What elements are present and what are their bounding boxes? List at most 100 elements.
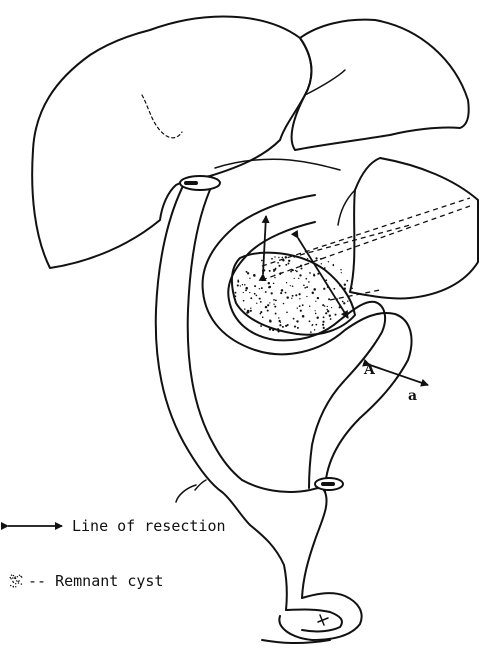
stipple-dot xyxy=(278,265,280,267)
stipple-dot xyxy=(269,286,271,288)
legend-stipple-dot xyxy=(10,577,11,578)
stipple-dot xyxy=(306,296,307,297)
stipple-dot xyxy=(244,308,245,309)
stipple-dot xyxy=(327,310,329,312)
stipple-dot xyxy=(322,321,324,323)
stipple-dot xyxy=(278,257,279,258)
stipple-dot xyxy=(259,298,261,300)
stipple-dot xyxy=(324,305,325,306)
loop-suture xyxy=(318,615,328,625)
stipple-dot xyxy=(275,313,277,315)
stipple-dot xyxy=(298,278,299,279)
stipple-dot xyxy=(327,306,328,307)
stipple-dot xyxy=(305,278,307,280)
stipple-dot xyxy=(247,272,249,274)
stipple-dot xyxy=(277,328,279,330)
stipple-dot xyxy=(273,271,275,273)
stipple-dot xyxy=(310,331,312,333)
stipple-dot xyxy=(308,281,310,283)
stipple-dot xyxy=(275,299,277,301)
stipple-dot xyxy=(267,304,269,306)
stipple-dot xyxy=(299,298,300,299)
stipple-dot xyxy=(312,292,313,293)
stipple-dot xyxy=(302,315,305,318)
stipple-dot xyxy=(300,267,302,269)
stipple-dot xyxy=(246,271,248,273)
stipple-dot xyxy=(271,258,273,260)
stipple-dot xyxy=(273,299,275,301)
legend-stipple-dot xyxy=(18,582,19,583)
stipple-dot xyxy=(261,260,263,262)
legend-stipple-dot xyxy=(19,575,20,576)
stipple-dot xyxy=(315,310,316,311)
stipple-dot xyxy=(249,278,250,279)
stipple-dot xyxy=(245,289,247,291)
stipple-dot xyxy=(235,295,237,297)
stipple-dot xyxy=(249,292,250,293)
legend-stipple-dot xyxy=(17,576,18,577)
legend-remnant-swatch xyxy=(10,575,23,588)
stipple-dot xyxy=(323,327,325,329)
stipple-dot xyxy=(274,277,275,278)
stump-mark xyxy=(176,485,196,502)
stipple-dot xyxy=(293,318,295,320)
stipple-dot xyxy=(286,282,287,283)
jejunal-limb-inner xyxy=(228,222,385,488)
stipple-dot xyxy=(317,297,319,299)
stipple-dot xyxy=(260,325,262,327)
stipple-dot xyxy=(269,328,272,331)
legend-stipple-dot xyxy=(15,576,16,577)
legend-stipple-dot xyxy=(16,580,17,581)
stipple-dot xyxy=(288,260,290,262)
stipple-dot xyxy=(245,287,248,290)
legend-remnant-label: -- Remnant cyst xyxy=(28,572,163,590)
stipple-dot xyxy=(242,284,243,285)
cyst-inner-edge xyxy=(338,190,355,225)
stipple-dot xyxy=(315,324,317,326)
legend-resection-label: Line of resection xyxy=(72,517,226,535)
legend-stipple-dot xyxy=(11,575,12,576)
stipple-dot xyxy=(235,292,237,294)
legend-stipple-dot xyxy=(13,575,14,576)
stipple-dot xyxy=(309,272,311,274)
stipple-dot xyxy=(332,264,334,266)
stipple-dot xyxy=(274,256,275,257)
stipple-dot xyxy=(315,257,317,259)
stipple-dot xyxy=(329,315,331,317)
stipple-dot xyxy=(243,300,245,302)
stipple-dot xyxy=(282,326,284,328)
lower-bowel-right xyxy=(242,480,327,598)
stipple-dot xyxy=(285,264,287,266)
dashed-line-2 xyxy=(262,206,470,280)
stipple-dot xyxy=(343,302,345,304)
stipple-dot xyxy=(273,283,275,285)
legend-stipple-dot xyxy=(15,586,16,587)
stipple-dot xyxy=(346,280,348,282)
stipple-dot xyxy=(340,269,341,270)
stipple-dot xyxy=(285,256,287,258)
stipple-dot xyxy=(333,288,335,290)
stipple-dot xyxy=(237,279,239,281)
stipple-dot xyxy=(347,301,348,302)
stipple-dot xyxy=(309,306,310,307)
stipple-dot xyxy=(311,324,313,326)
stipple-dot xyxy=(290,271,292,273)
stipple-dot xyxy=(323,316,325,318)
stipple-dot xyxy=(292,285,294,287)
stipple-dot xyxy=(313,274,315,276)
stipple-dot xyxy=(281,289,284,292)
stipple-dot xyxy=(277,262,279,264)
stipple-dot xyxy=(250,307,251,308)
stipple-dot xyxy=(278,317,279,318)
pancreatic-cyst xyxy=(350,158,478,298)
stipple-dot xyxy=(254,285,256,287)
stipple-dot xyxy=(280,292,282,294)
stipple-dot xyxy=(293,256,295,258)
stipple-dot xyxy=(285,292,287,294)
stipple-dot xyxy=(283,303,285,305)
stipple-dot xyxy=(351,303,353,305)
stipple-dot xyxy=(286,311,288,313)
stipple-dot xyxy=(250,310,252,312)
stipple-dot xyxy=(309,320,311,322)
